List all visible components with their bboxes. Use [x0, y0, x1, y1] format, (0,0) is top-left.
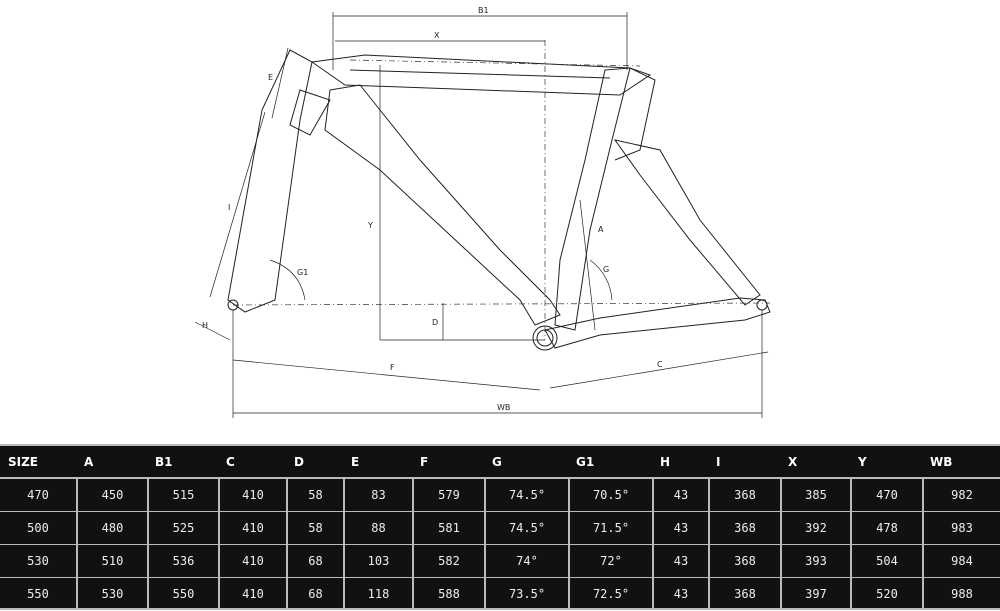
- dimension-lines: [194, 12, 769, 418]
- table-cell: 410: [218, 479, 286, 511]
- table-cell: 392: [780, 512, 850, 544]
- table-cell: 480: [76, 512, 147, 544]
- table-cell: 368: [708, 545, 780, 577]
- column-header-b1: B1: [155, 454, 173, 469]
- table-cell: 103: [343, 545, 412, 577]
- table-cell: 983: [922, 512, 1000, 544]
- table-cell: 74.5°: [484, 479, 568, 511]
- table-cell: 43: [652, 479, 708, 511]
- table-cell: 368: [708, 578, 780, 610]
- dim-label-i: I: [228, 203, 230, 212]
- table-cell: 73.5°: [484, 578, 568, 610]
- table-cell: 74°: [484, 545, 568, 577]
- table-cell: 536: [147, 545, 218, 577]
- dim-label-a: A: [598, 225, 604, 234]
- table-cell: 504: [850, 545, 922, 577]
- dim-label-y: Y: [367, 221, 373, 230]
- table-cell: 515: [147, 479, 218, 511]
- center-lines: [232, 40, 771, 340]
- table-cell: 58: [286, 479, 343, 511]
- column-header-g1: G1: [576, 454, 595, 469]
- table-cell: 410: [218, 578, 286, 610]
- column-header-c: C: [226, 454, 235, 469]
- table-cell: 525: [147, 512, 218, 544]
- dim-label-h: H: [202, 321, 208, 330]
- table-cell: 410: [218, 545, 286, 577]
- table-cell: 74.5°: [484, 512, 568, 544]
- table-cell: 520: [850, 578, 922, 610]
- table-cell: 550: [147, 578, 218, 610]
- table-cell: 68: [286, 578, 343, 610]
- table-cell: 450: [76, 479, 147, 511]
- table-cell: 368: [708, 479, 780, 511]
- dim-label-b1: B1: [478, 6, 489, 15]
- table-cell: 550: [27, 587, 49, 601]
- frame-geometry-drawing: B1 X E Y I G1 A G D H F C WB: [194, 6, 771, 418]
- column-header-size: SIZE: [8, 454, 39, 469]
- table-cell: 368: [708, 512, 780, 544]
- table-cell: 83: [343, 479, 412, 511]
- table-cell: 582: [412, 545, 484, 577]
- frame-outline: [227, 49, 771, 351]
- table-cell: 393: [780, 545, 850, 577]
- table-cell: 410: [218, 512, 286, 544]
- table-cell: 118: [343, 578, 412, 610]
- table-cell: 579: [412, 479, 484, 511]
- dim-label-d: D: [432, 318, 438, 327]
- dim-label-x: X: [434, 31, 440, 40]
- table-cell: 385: [780, 479, 850, 511]
- dim-label-wb: WB: [497, 403, 510, 412]
- table-cell: 397: [780, 578, 850, 610]
- table-cell: 43: [652, 545, 708, 577]
- table-cell: 68: [286, 545, 343, 577]
- table-cell: 982: [922, 479, 1000, 511]
- column-header-wb: WB: [930, 454, 953, 469]
- dim-label-g: G: [603, 265, 609, 274]
- table-cell: 581: [412, 512, 484, 544]
- table-header-row: SIZE A B1 C D E F G G1 H I X Y WB: [0, 446, 1000, 479]
- table-cell: 988: [922, 578, 1000, 610]
- table-cell: 510: [76, 545, 147, 577]
- table-cell: 72.5°: [568, 578, 652, 610]
- table-cell: 72°: [568, 545, 652, 577]
- dim-label-g1: G1: [297, 268, 308, 277]
- table-cell: 530: [76, 578, 147, 610]
- table-cell: 588: [412, 578, 484, 610]
- table-cell: 500: [27, 521, 49, 535]
- dim-label-e: E: [268, 73, 273, 82]
- table-cell: 470: [850, 479, 922, 511]
- table-cell: 43: [652, 578, 708, 610]
- table-cell: 530: [27, 554, 49, 568]
- table-cell: 88: [343, 512, 412, 544]
- column-header-i: I: [716, 454, 721, 469]
- dim-label-f: F: [390, 363, 395, 372]
- column-header-g: G: [492, 454, 502, 469]
- dim-label-c: C: [657, 360, 663, 369]
- column-header-d: D: [294, 454, 304, 469]
- table-cell: 43: [652, 512, 708, 544]
- column-header-y: Y: [858, 454, 867, 469]
- column-header-f: F: [420, 454, 429, 469]
- table-cell: 71.5°: [568, 512, 652, 544]
- column-header-x: X: [788, 454, 798, 469]
- table-cell: 984: [922, 545, 1000, 577]
- column-header-a: A: [84, 454, 94, 469]
- column-header-e: E: [351, 454, 360, 469]
- table-cell: 58: [286, 512, 343, 544]
- column-header-h: H: [660, 454, 671, 469]
- table-cell: 70.5°: [568, 479, 652, 511]
- table-cell: 478: [850, 512, 922, 544]
- table-cell: 470: [27, 488, 49, 502]
